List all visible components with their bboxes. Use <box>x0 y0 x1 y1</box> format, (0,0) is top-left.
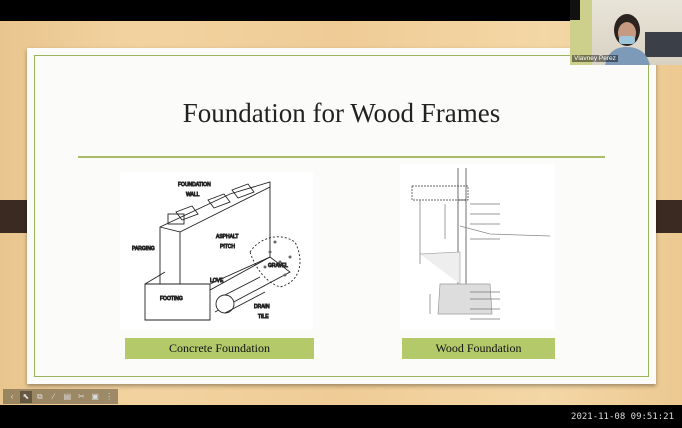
diagram-label: WALL <box>186 192 200 198</box>
diagram-label: PARGING <box>132 246 155 252</box>
participant-avatar <box>570 0 682 65</box>
diagram-label: ASPHALT <box>216 234 238 240</box>
presentation-slide: Foundation for Wood Frames FOUNDATION WA… <box>27 48 656 384</box>
note-icon[interactable]: ▤ <box>63 391 72 401</box>
webcam-video[interactable]: Vlavney Perez <box>570 0 682 65</box>
pointer-icon[interactable]: ⬉ <box>19 390 32 403</box>
copy-icon[interactable]: ⧉ <box>36 391 43 401</box>
concrete-foundation-caption: Concrete Foundation <box>125 338 314 359</box>
diagram-label: FOOTING <box>160 296 183 302</box>
pen-icon[interactable]: ∕ <box>52 391 55 401</box>
slide-title: Foundation for Wood Frames <box>182 98 501 128</box>
diagram-label: FOUNDATION <box>178 182 211 188</box>
title-divider <box>78 156 605 158</box>
top-bar <box>0 0 682 21</box>
diagram-label: DRAIN <box>254 304 270 310</box>
presentation-toolbar: ‹ ⬉ ⧉ ∕ ▤ ✂ ▣ ⋮ <box>3 389 118 404</box>
chevron-left-icon[interactable]: ‹ <box>10 391 14 401</box>
diagram-label: PITCH <box>220 244 235 250</box>
concrete-foundation-diagram: FOUNDATION WALL ASPHALT PITCH PARGING GR… <box>120 172 313 330</box>
slide-frame <box>34 55 649 377</box>
diagram-label: GRAVEL <box>268 263 288 269</box>
more-icon[interactable]: ⋮ <box>105 391 114 401</box>
diagram-label: TILE <box>258 314 269 320</box>
diagram-label: LOVE <box>210 278 224 284</box>
participant-name: Vlavney Perez <box>572 55 618 62</box>
timestamp: 2021-11-08 09:51:21 <box>571 412 674 422</box>
wood-foundation-caption: Wood Foundation <box>402 338 555 359</box>
screen-icon[interactable]: ▣ <box>91 391 99 401</box>
wood-foundation-diagram <box>400 164 555 330</box>
bottom-bar <box>0 405 682 428</box>
scissors-icon[interactable]: ✂ <box>77 391 85 401</box>
